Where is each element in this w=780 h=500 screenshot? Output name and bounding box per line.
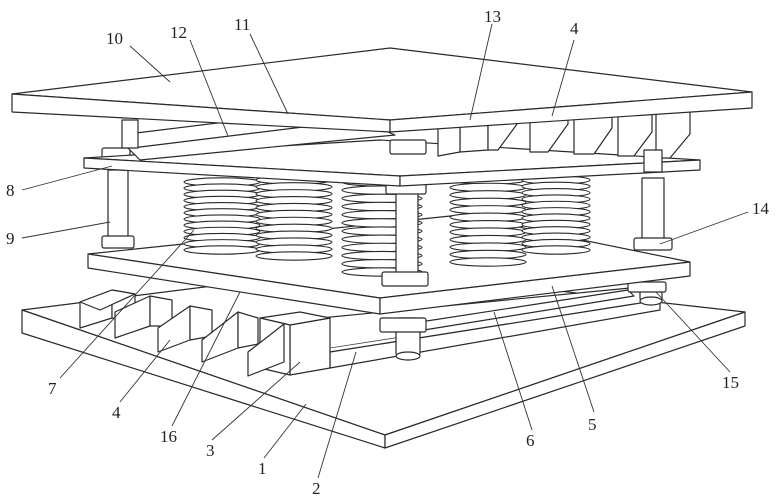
label-2: 2 [312, 479, 321, 498]
label-6: 6 [526, 431, 535, 450]
label-16: 16 [160, 427, 177, 446]
label-3: 3 [206, 441, 215, 460]
lower-corner-posts [379, 281, 667, 361]
spring-coil [183, 245, 261, 255]
spring-coil [521, 245, 591, 255]
label-7: 7 [48, 379, 57, 398]
top-plate [11, 47, 753, 133]
spring-coil [449, 257, 527, 267]
label-14: 14 [752, 199, 770, 218]
label-8: 8 [6, 181, 15, 200]
label-4-lower: 4 [112, 403, 121, 422]
label-1: 1 [258, 459, 267, 478]
spring-coil [255, 251, 333, 261]
label-15: 15 [722, 373, 739, 392]
label-11: 11 [234, 15, 250, 34]
leader-lines [21, 23, 749, 479]
label-5: 5 [588, 415, 597, 434]
label-9: 9 [6, 229, 15, 248]
label-10: 10 [106, 29, 123, 48]
part-labels: 10 12 11 13 4 8 9 14 15 5 6 2 1 3 16 4 7 [6, 7, 770, 498]
label-13: 13 [484, 7, 501, 26]
label-4-upper: 4 [570, 19, 579, 38]
top-bolt [121, 119, 663, 173]
left-column [101, 147, 135, 249]
label-12: 12 [170, 23, 187, 42]
right-column [633, 177, 673, 251]
